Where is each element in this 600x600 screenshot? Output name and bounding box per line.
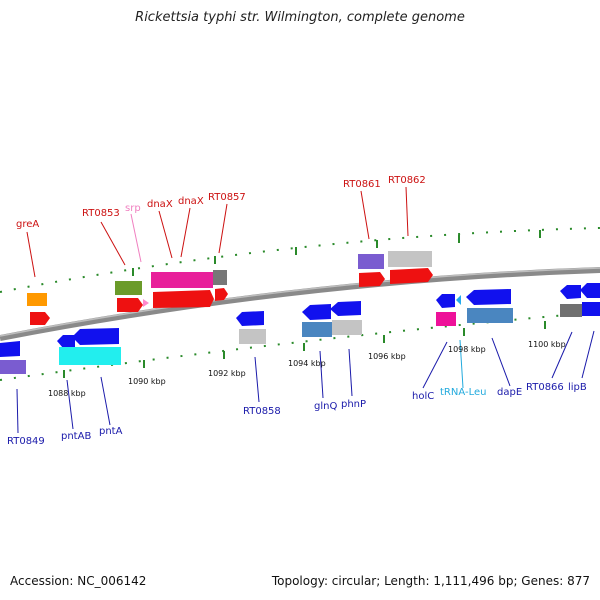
gene-holC-box <box>436 312 456 326</box>
inner-major-ticks <box>63 321 546 378</box>
scale-label: 1100 kbp <box>528 340 566 349</box>
genome-backbone-highlight <box>0 267 600 337</box>
inner-tick-track <box>0 311 600 381</box>
genome-backbone <box>0 267 600 341</box>
accession-label: Accession: NC_006142 <box>10 574 147 588</box>
gene-RT0861-box <box>358 254 384 269</box>
gene-label: greA <box>16 219 39 230</box>
genome-summary-label: Topology: circular; Length: 1,111,496 bp… <box>271 574 590 588</box>
gene-RT0857-arrow <box>215 288 228 301</box>
gene-dapE-arrow <box>466 289 511 305</box>
gene-pntAB-arrow <box>57 335 75 348</box>
scale-labels: 1088 kbp 1090 kbp 1092 kbp 1094 kbp 1096… <box>48 340 566 398</box>
gene-RT0853-box <box>115 281 142 295</box>
outer-tick-track <box>0 227 600 293</box>
gene-tRNA-Leu-arrow <box>456 295 461 305</box>
gene-label: RT0853 <box>82 208 120 219</box>
gene-label: RT0849 <box>7 436 45 447</box>
reverse-genes <box>0 283 600 374</box>
gene-RT0849-box <box>0 360 26 374</box>
gene-greA-box <box>27 293 47 306</box>
gene-RT0858-box <box>239 329 266 344</box>
gene-label: RT0866 <box>526 382 564 393</box>
forward-genes <box>27 251 433 325</box>
gene-dapE-box <box>467 308 513 323</box>
gene-label: glnQ <box>314 401 337 412</box>
gene-label: RT0861 <box>343 179 381 190</box>
gene-dnaX-box <box>151 272 213 288</box>
gene-label: phnP <box>341 399 366 410</box>
gene-label: RT0858 <box>243 406 281 417</box>
gene-label: dapE <box>497 387 522 398</box>
forward-label-connectors <box>26 186 409 278</box>
gene-label: RT0857 <box>208 192 246 203</box>
reverse-gene-labels: RT0849 pntAB pntA RT0858 glnQ phnP holC … <box>7 382 587 447</box>
gene-glnQ-arrow <box>302 304 331 320</box>
outer-major-ticks <box>132 230 541 276</box>
scale-label: 1096 kbp <box>368 352 406 361</box>
gene-label: pntAB <box>61 431 91 442</box>
gene-label: dnaX <box>147 199 173 210</box>
gene-greA-arrow <box>30 312 50 325</box>
scale-label: 1094 kbp <box>288 359 326 368</box>
scale-label: 1090 kbp <box>128 377 166 386</box>
gene-label: srp <box>125 203 141 214</box>
scale-label: 1092 kbp <box>208 369 246 378</box>
gene-lipB-box <box>582 302 600 316</box>
gene-label: pntA <box>99 426 123 437</box>
gene-RT0849-arrow <box>0 341 20 357</box>
gene-holC-arrow <box>436 294 455 308</box>
gene-lipB-arrow <box>580 283 600 298</box>
gene-RT0866-box <box>560 304 582 317</box>
forward-gene-labels: greA RT0853 srp dnaX dnaX RT0857 RT0861 … <box>16 175 426 230</box>
gene-label: lipB <box>568 382 587 393</box>
gene-label: RT0862 <box>388 175 426 186</box>
gene-RT0861-arrow <box>359 272 385 287</box>
gene-dnaX-arrow <box>153 290 214 308</box>
gene-label: tRNA-Leu <box>440 387 486 398</box>
map-title: Rickettsia typhi str. Wilmington, comple… <box>135 10 465 25</box>
reverse-label-connectors <box>16 330 595 434</box>
gene-dnaX-box-2 <box>213 270 227 285</box>
gene-pntA-arrow <box>72 328 119 345</box>
gene-RT0862-box <box>388 251 432 267</box>
gene-label: dnaX <box>178 196 204 207</box>
gene-pntAB-box <box>59 347 121 365</box>
scale-label: 1098 kbp <box>448 345 486 354</box>
gene-srp-arrow <box>143 299 149 307</box>
gene-label: holC <box>412 391 434 402</box>
gene-RT0862-arrow <box>390 268 433 284</box>
gene-RT0866-arrow <box>560 285 581 299</box>
gene-RT0853-arrow <box>117 298 143 312</box>
gene-phnP-arrow <box>330 301 361 316</box>
scale-label: 1088 kbp <box>48 389 86 398</box>
gene-glnQ-box <box>302 322 332 337</box>
gene-RT0858-arrow <box>236 311 264 326</box>
gene-phnP-box <box>332 320 362 335</box>
